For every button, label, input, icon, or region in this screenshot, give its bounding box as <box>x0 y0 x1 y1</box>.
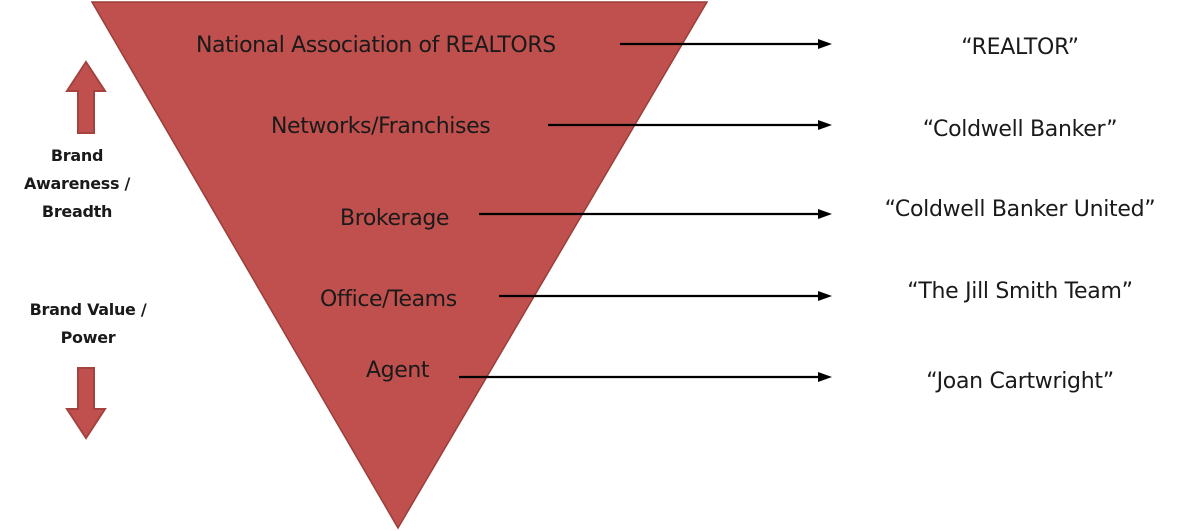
brand-name-jill-smith-team: “The Jill Smith Team” <box>907 279 1133 304</box>
level-label-brokerage: Brokerage <box>340 206 450 231</box>
level-label-agent: Agent <box>366 358 430 383</box>
arrow-up-icon <box>65 60 107 134</box>
brand-awareness-breadth-label: Brand Awareness / Breadth <box>23 146 131 221</box>
inverted-triangle <box>90 1 709 530</box>
connector-arrow-joan-cartwright <box>459 372 832 382</box>
brand-value-power-label: Brand Value / Power <box>29 300 147 347</box>
level-label-national-association: National Association of REALTORS <box>196 33 556 58</box>
brand-name-joan-cartwright: “Joan Cartwright” <box>926 369 1114 394</box>
brand-name-coldwell-banker-united: “Coldwell Banker United” <box>884 197 1156 222</box>
level-label-office-teams: Office/Teams <box>320 287 457 312</box>
connector-arrow-realtor <box>620 39 832 49</box>
connector-arrow-coldwell-banker-united <box>479 209 832 219</box>
level-label-networks-franchises: Networks/Franchises <box>271 114 491 139</box>
brand-name-coldwell-banker: “Coldwell Banker” <box>922 117 1118 142</box>
arrow-down-icon <box>65 367 107 440</box>
brand-name-realtor: “REALTOR” <box>961 35 1079 60</box>
connector-arrow-coldwell-banker <box>548 120 832 130</box>
connector-arrow-jill-smith-team <box>499 291 832 301</box>
